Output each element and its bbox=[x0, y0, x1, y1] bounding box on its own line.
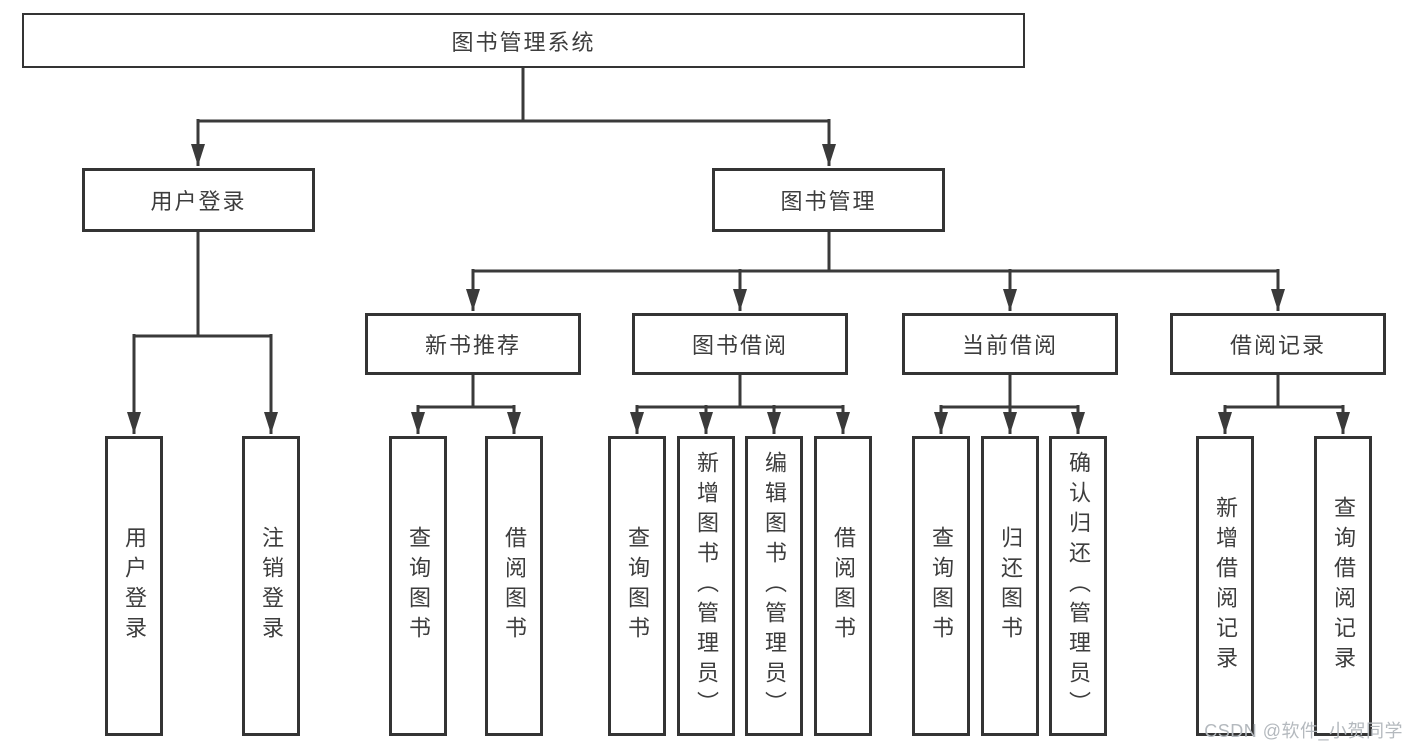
leaf-current-confirm-return-admin: 确认归还（管理员） bbox=[1049, 436, 1107, 736]
leaf-label: 编辑图书（管理员） bbox=[762, 451, 787, 721]
leaf-label: 新增图书（管理员） bbox=[694, 451, 719, 721]
leaf-label: 借阅图书 bbox=[831, 526, 856, 646]
node-label: 图书借阅 bbox=[691, 333, 788, 358]
leaf-label: 查询图书 bbox=[929, 526, 954, 646]
node-borrowing-records: 借阅记录 bbox=[1170, 313, 1386, 375]
node-current-borrowing: 当前借阅 bbox=[902, 313, 1118, 375]
leaf-recommend-borrow-books: 借阅图书 bbox=[485, 436, 543, 736]
leaf-label: 新增借阅记录 bbox=[1213, 496, 1238, 676]
node-label: 用户登录 bbox=[150, 189, 247, 214]
leaf-current-query-books: 查询图书 bbox=[912, 436, 970, 736]
node-book-management: 图书管理 bbox=[712, 168, 945, 232]
node-new-book-recommendation: 新书推荐 bbox=[365, 313, 581, 375]
csdn-watermark: CSDN @软件_小贺同学 bbox=[1204, 721, 1403, 741]
leaf-logout: 注销登录 bbox=[242, 436, 300, 736]
leaf-borrowing-edit-book-admin: 编辑图书（管理员） bbox=[745, 436, 803, 736]
leaf-records-add-borrow-record: 新增借阅记录 bbox=[1196, 436, 1254, 736]
node-label: 借阅记录 bbox=[1229, 333, 1326, 358]
node-label: 新书推荐 bbox=[424, 333, 521, 358]
leaf-label: 查询图书 bbox=[406, 526, 431, 646]
node-book-borrowing: 图书借阅 bbox=[632, 313, 848, 375]
node-user-login: 用户登录 bbox=[82, 168, 315, 232]
leaf-user-login: 用户登录 bbox=[105, 436, 163, 736]
leaf-label: 查询图书 bbox=[625, 526, 650, 646]
leaf-label: 借阅图书 bbox=[502, 526, 527, 646]
leaf-current-return-books: 归还图书 bbox=[981, 436, 1039, 736]
leaf-borrowing-query-books: 查询图书 bbox=[608, 436, 666, 736]
node-label: 图书管理系统 bbox=[451, 29, 596, 55]
leaf-recommend-query-books: 查询图书 bbox=[389, 436, 447, 736]
leaf-records-query-borrow-record: 查询借阅记录 bbox=[1314, 436, 1372, 736]
leaf-label: 确认归还（管理员） bbox=[1066, 451, 1091, 721]
node-library-system: 图书管理系统 bbox=[22, 13, 1025, 68]
leaf-borrowing-borrow-books: 借阅图书 bbox=[814, 436, 872, 736]
node-label: 当前借阅 bbox=[961, 333, 1058, 358]
leaf-label: 注销登录 bbox=[259, 526, 284, 646]
leaf-label: 用户登录 bbox=[122, 526, 147, 646]
leaf-label: 归还图书 bbox=[998, 526, 1023, 646]
node-label: 图书管理 bbox=[780, 189, 877, 214]
leaf-label: 查询借阅记录 bbox=[1331, 496, 1356, 676]
leaf-borrowing-add-book-admin: 新增图书（管理员） bbox=[677, 436, 735, 736]
